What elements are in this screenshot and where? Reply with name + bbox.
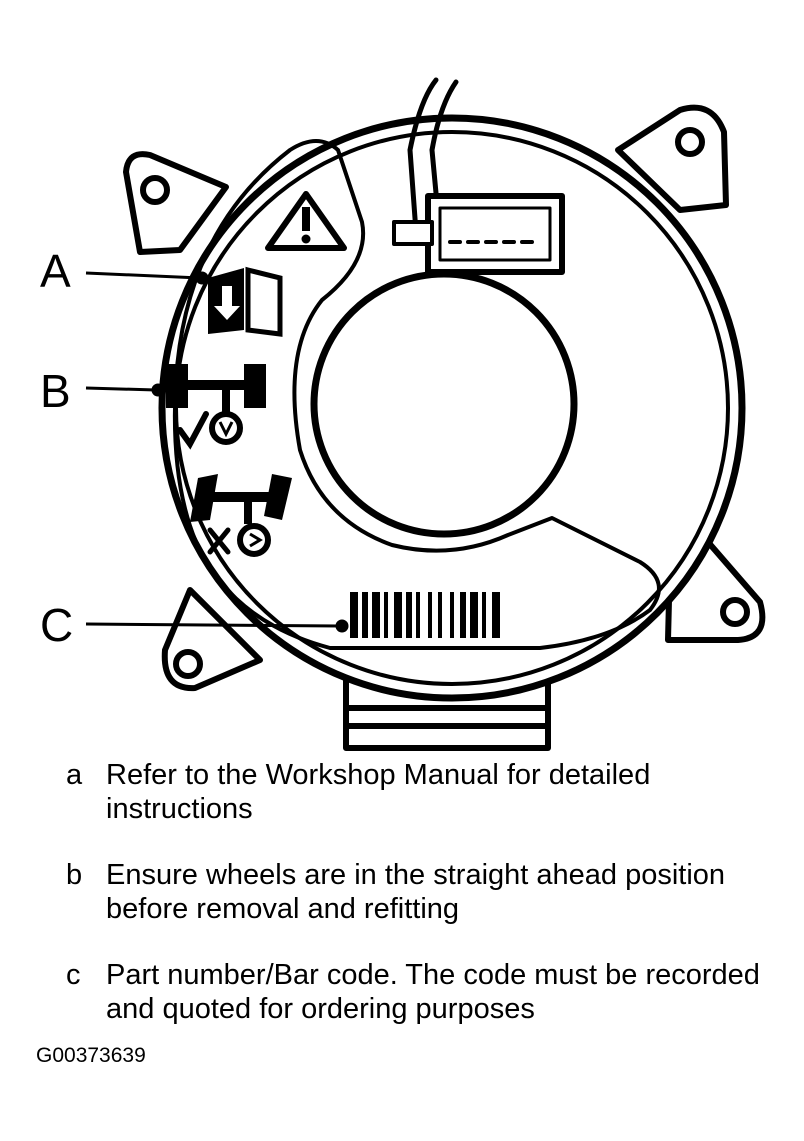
barcode-bar bbox=[428, 592, 432, 638]
leader-line-c bbox=[85, 622, 341, 628]
mounting-hole-upper-right bbox=[675, 127, 705, 157]
barcode-bar bbox=[406, 592, 412, 638]
cable bbox=[407, 77, 439, 235]
barcode-bar bbox=[362, 592, 368, 638]
figure-id: G00373639 bbox=[36, 1044, 146, 1067]
steering-straight-check-icon bbox=[166, 364, 266, 450]
barcode-bar bbox=[384, 592, 388, 638]
callout-label-c: C bbox=[40, 599, 74, 651]
warning-triangle-icon bbox=[265, 191, 347, 251]
legend-key: c bbox=[66, 959, 81, 991]
barcode-bar bbox=[470, 592, 478, 638]
leader-line-a bbox=[85, 271, 201, 280]
clock-spring-diagram bbox=[85, 77, 766, 751]
barcode-bar bbox=[350, 592, 358, 638]
leader-line-b bbox=[85, 386, 157, 392]
mounting-lug-upper-left bbox=[123, 151, 229, 255]
barcode-bar bbox=[492, 592, 500, 638]
mounting-hole-lower-left bbox=[173, 649, 203, 679]
barcode-bar bbox=[438, 592, 442, 638]
mounting-lug-lower-left bbox=[161, 587, 263, 692]
outer-housing bbox=[158, 114, 746, 702]
barcode-bar bbox=[394, 592, 402, 638]
manual-book-icon bbox=[208, 266, 283, 337]
steering-turned-cross-icon bbox=[190, 474, 292, 557]
mounting-hole-upper-left bbox=[140, 175, 170, 205]
callout-label-a: A bbox=[40, 245, 71, 297]
legend-key: a bbox=[66, 759, 83, 791]
label-panel bbox=[172, 139, 661, 650]
barcode-bar bbox=[416, 592, 420, 638]
barcode-bar bbox=[372, 592, 380, 638]
callout-label-b: B bbox=[40, 365, 71, 417]
barcode-bar bbox=[482, 592, 486, 638]
mounting-hole-lower-right bbox=[720, 597, 750, 627]
barcode-bar bbox=[450, 592, 454, 638]
legend-text: Ensure wheels are in the straight ahead … bbox=[106, 859, 726, 925]
barcode-icon bbox=[350, 592, 500, 638]
barcode-bar bbox=[460, 592, 466, 638]
legend-text: Refer to the Workshop Manual for detaile… bbox=[106, 759, 651, 825]
legend-key: b bbox=[66, 859, 83, 891]
legend-text: Part number/Bar code. The code must be r… bbox=[106, 959, 760, 1025]
